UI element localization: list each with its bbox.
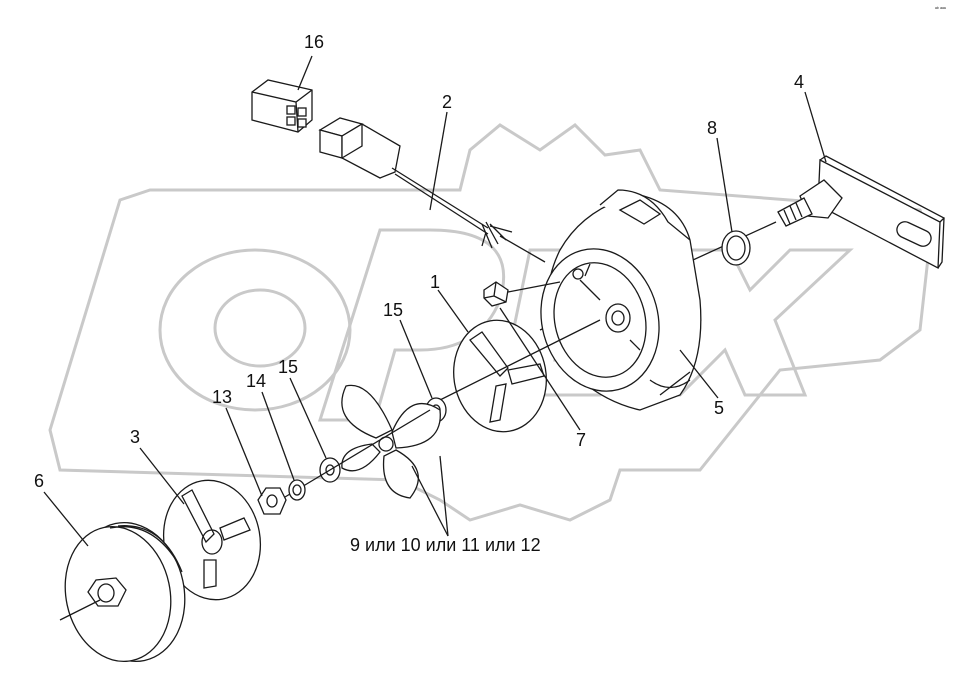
callout-labels: 16 2 4 8 1 15 15 14 13 3 6 7 5 9 или 10 … (34, 32, 804, 555)
part-13-nut (257, 487, 287, 515)
callout-variants-9-12: 9 или 10 или 11 или 12 (350, 535, 541, 555)
corner-mark: ᵃᵇ ᵃᵃᵃ (935, 6, 946, 12)
callout-7: 7 (576, 430, 586, 450)
callout-1: 1 (430, 272, 440, 292)
callout-15-lower: 15 (278, 357, 298, 377)
part-8-oring (721, 230, 751, 266)
part-9-12-impeller (279, 384, 441, 501)
part-1-slotted-disc (429, 319, 601, 433)
callout-5: 5 (714, 398, 724, 418)
leader-lines (43, 55, 827, 547)
callout-13: 13 (212, 387, 232, 407)
callout-3: 3 (130, 427, 140, 447)
callout-6: 6 (34, 471, 44, 491)
watermark-letter-o-inner (213, 288, 307, 368)
callout-16: 16 (304, 32, 324, 52)
part-16-connector-block (251, 79, 313, 133)
callout-15-upper: 15 (383, 300, 403, 320)
callout-4: 4 (794, 72, 804, 92)
callout-2: 2 (442, 92, 452, 112)
part-7-fitting (483, 281, 561, 307)
part-5-housing (540, 189, 702, 411)
part-2-plug-cable (318, 117, 546, 263)
watermark-letter-o-outer (158, 248, 352, 412)
part-6-pulley (59, 521, 186, 663)
callout-8: 8 (707, 118, 717, 138)
part-3-slotted-plate (162, 479, 262, 601)
callout-14: 14 (246, 371, 266, 391)
part-14-lock-washer (288, 479, 306, 501)
